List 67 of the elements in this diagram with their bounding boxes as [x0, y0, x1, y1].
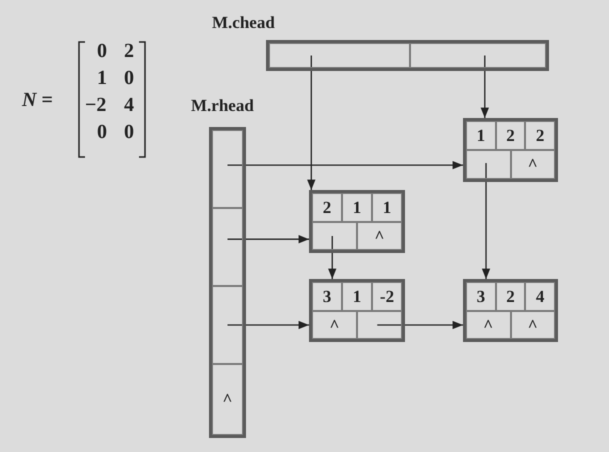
matrix-entry: 0 — [124, 68, 134, 88]
cell-value: 3 — [476, 288, 486, 305]
cell-value: 4 — [536, 288, 544, 305]
array-cell — [372, 282, 402, 311]
cell-value: 3 — [322, 288, 332, 305]
array-name: M.chead — [212, 13, 275, 33]
array-box — [463, 279, 558, 342]
array-cell — [410, 43, 546, 68]
array-cell — [466, 311, 510, 339]
cell-value: ^ — [483, 316, 494, 334]
array-name: M.rhead — [191, 96, 254, 116]
cell-value: 1 — [382, 199, 392, 216]
array-cell — [269, 43, 410, 68]
array-cell — [312, 311, 357, 339]
cell-value: ^ — [528, 316, 538, 334]
arrow — [328, 236, 336, 279]
cell-value: 2 — [506, 288, 515, 305]
array-cell — [466, 150, 510, 179]
array-box — [309, 279, 405, 342]
matrix-entry: 0 — [97, 41, 107, 61]
array-cell — [496, 282, 526, 311]
arrow — [228, 160, 463, 170]
cell-value: 1 — [476, 127, 486, 144]
matrix-name: N = — [22, 90, 53, 110]
matrix-entry: 2 — [124, 41, 134, 61]
array-cell — [510, 311, 555, 339]
array-cell — [525, 121, 555, 150]
array-cell — [342, 193, 372, 222]
arrow — [377, 320, 463, 330]
arrow — [482, 163, 490, 279]
array-cell — [312, 222, 357, 250]
cell-value: 2 — [506, 127, 515, 144]
cell-value: 2 — [322, 199, 332, 216]
arrow — [307, 56, 316, 190]
matrix-entry: 1 — [97, 68, 107, 88]
cell-value: ^ — [528, 156, 538, 173]
array-cell — [212, 364, 243, 435]
arrow — [228, 320, 309, 330]
array-cell — [357, 311, 402, 339]
array-cell — [496, 121, 526, 150]
cell-value: 2 — [536, 127, 544, 144]
cell-value: 1 — [352, 288, 362, 305]
cell-value: ^ — [222, 391, 232, 408]
array-cell — [212, 286, 243, 364]
array-cell — [466, 282, 496, 311]
cell-value: -2 — [380, 288, 394, 305]
array-cell — [342, 282, 372, 311]
array-cell — [212, 208, 243, 286]
arrow — [480, 56, 489, 118]
array-box — [309, 190, 405, 253]
matrix-entry: 0 — [97, 122, 107, 142]
array-cell — [312, 282, 342, 311]
array-cell — [466, 121, 496, 150]
array-box — [463, 118, 558, 182]
matrix-entry: 0 — [124, 122, 134, 142]
array-cell — [312, 193, 342, 222]
array-cell — [525, 282, 555, 311]
cell-value: ^ — [330, 316, 340, 334]
array-cell — [372, 193, 402, 222]
cell-value: ^ — [374, 228, 384, 244]
cell-value: 1 — [352, 199, 362, 216]
array-cell — [212, 130, 243, 208]
array-cell — [510, 150, 555, 179]
array-cell — [357, 222, 402, 250]
matrix-entry: −2 — [85, 95, 106, 115]
arrow — [228, 235, 309, 244]
matrix-entry: 4 — [124, 95, 134, 115]
